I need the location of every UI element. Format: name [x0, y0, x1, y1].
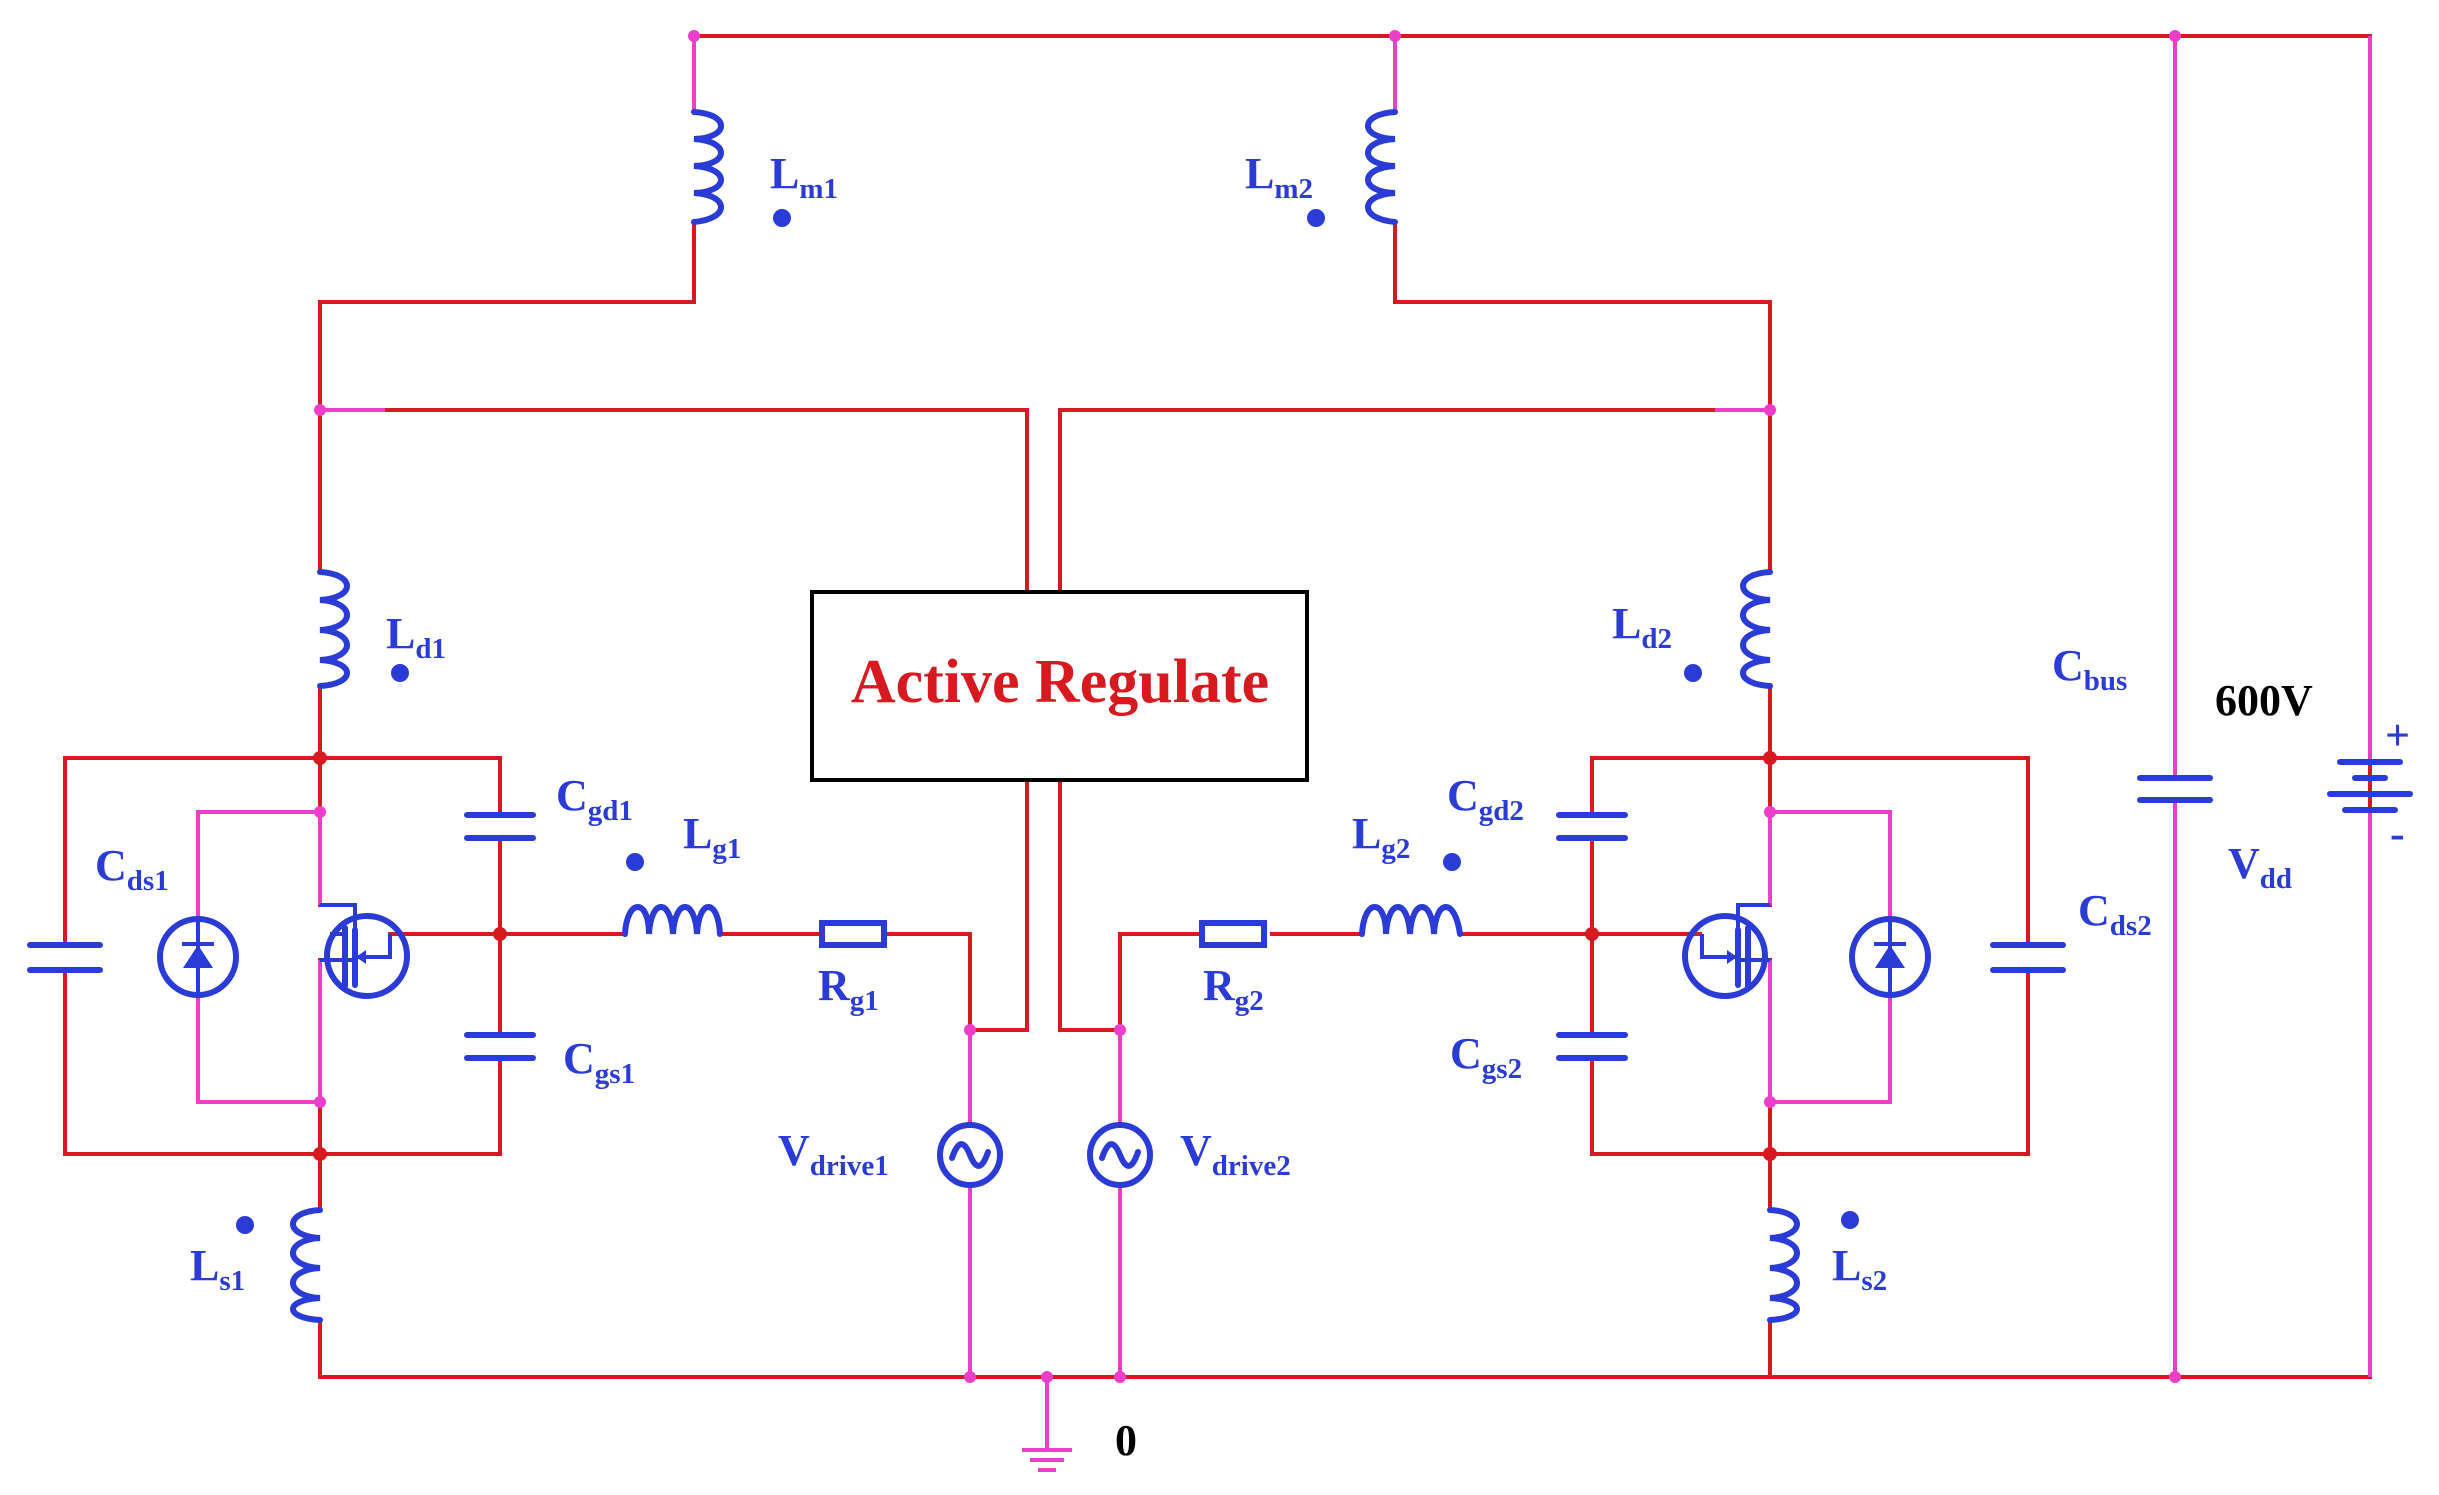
label-cgs1: Cgs1: [563, 1034, 635, 1090]
capacitor-cgs2: [1556, 1026, 1628, 1072]
label-vdrive1: Vdrive1: [778, 1126, 889, 1182]
pin-wires: [196, 36, 2372, 1472]
label-cbus: Cbus: [2052, 641, 2127, 697]
component-labels: Lm1 Lm2 Ld1 Ld2 Ls1 Ls2 Lg1 Lg2 Rg1 Rg2 …: [95, 149, 2410, 1465]
mosfet-left: [320, 903, 410, 999]
label-lm2: Lm2: [1245, 149, 1313, 205]
capacitor-cbus: [2137, 765, 2213, 830]
battery-vdd: [2327, 740, 2413, 860]
label-lm1: Lm1: [770, 149, 838, 205]
label-vdrive2: Vdrive2: [1180, 1126, 1291, 1182]
active-regulate-label: Active Regulate: [851, 648, 1269, 716]
label-cds1: Cds1: [95, 841, 169, 897]
inductor-lm2: [1365, 109, 1398, 225]
label-ls2: Ls2: [1832, 1241, 1887, 1297]
inductor-lm1: [691, 109, 724, 225]
inductor-lg1: [622, 904, 723, 937]
label-cgs2: Cgs2: [1450, 1029, 1522, 1085]
inductor-ls1: [290, 1207, 323, 1323]
mosfet-right: [1682, 903, 1770, 999]
label-cds2: Cds2: [2078, 886, 2152, 942]
diode-right: [1849, 916, 1931, 998]
label-lg1: Lg1: [683, 809, 741, 865]
capacitor-cds1: [27, 903, 103, 1012]
label-cgd2: Cgd2: [1447, 771, 1524, 827]
capacitor-cgs1: [464, 1026, 536, 1072]
label-ld2: Ld2: [1612, 599, 1672, 655]
capacitor-cgd2: [1556, 798, 1628, 842]
label-rg2: Rg2: [1203, 961, 1264, 1017]
battery-plus-sign: +: [2385, 711, 2410, 760]
junctions: [313, 30, 2181, 1383]
battery-minus-sign: -: [2390, 809, 2405, 858]
diode-left: [157, 916, 239, 998]
supply-voltage-label: 600V: [2215, 676, 2313, 725]
resistor-rg1: [819, 920, 887, 948]
inductor-ld1: [317, 569, 350, 689]
label-lg2: Lg2: [1352, 809, 1410, 865]
label-ls1: Ls1: [190, 1241, 245, 1297]
source-vdrive1: [937, 1122, 1003, 1188]
label-ld1: Ld1: [386, 609, 446, 665]
label-rg1: Rg1: [818, 961, 879, 1017]
label-cgd1: Cgd1: [556, 771, 633, 827]
active-regulate-block: Active Regulate: [810, 590, 1309, 782]
capacitor-cgd1: [464, 798, 536, 842]
capacitor-cds2: [1990, 903, 2066, 1012]
polarity-dots: [236, 209, 1859, 1234]
label-vdd: Vdd: [2228, 839, 2292, 895]
source-vdrive2: [1087, 1122, 1153, 1188]
inductor-ld2: [1740, 569, 1773, 689]
resistor-rg2: [1199, 920, 1267, 948]
inductor-lg2: [1359, 904, 1463, 937]
ground-node-label: 0: [1115, 1416, 1137, 1465]
inductor-ls2: [1767, 1207, 1800, 1323]
